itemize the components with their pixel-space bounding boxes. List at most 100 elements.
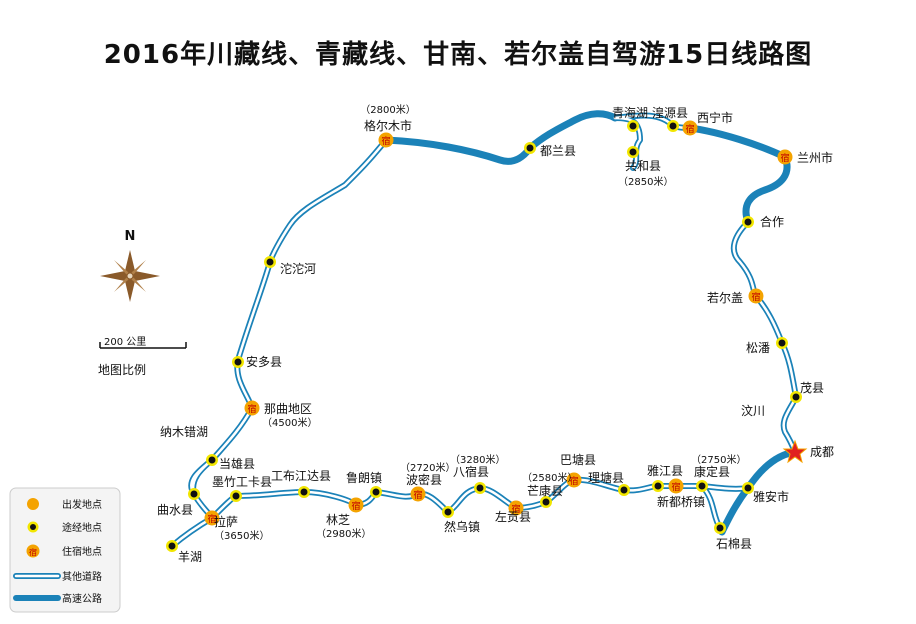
label-lanzhou: 兰州市 <box>797 150 833 165</box>
waypoint-kangding <box>696 480 708 492</box>
svg-text:住宿地点: 住宿地点 <box>62 545 102 558</box>
svg-text:宿: 宿 <box>207 513 216 525</box>
waypoint-mozhu <box>230 490 242 502</box>
label-mangkang-alt: （2580米） <box>522 471 577 484</box>
label-qinghai-lake: 青海湖 <box>612 105 648 120</box>
label-shimian: 石棉县 <box>716 537 752 551</box>
legend-waypoint: 途经地点 <box>27 521 102 534</box>
svg-text:宿: 宿 <box>685 123 694 135</box>
highway-routes <box>382 110 799 536</box>
svg-text:出发地点: 出发地点 <box>62 498 102 511</box>
legend-stay: 宿 住宿地点 <box>26 544 102 558</box>
waypoint-litang <box>618 484 630 496</box>
waypoint-yajiang <box>652 480 664 492</box>
waypoint-lulang <box>370 486 382 498</box>
label-xining: 西宁市 <box>697 110 733 125</box>
label-lasa: 拉萨 <box>214 514 238 529</box>
svg-text:宿: 宿 <box>29 547 37 557</box>
waypoint-ranwu <box>442 506 454 518</box>
svg-text:宿: 宿 <box>511 503 520 515</box>
label-linzhi: 林芝 <box>326 512 350 527</box>
stay-xinduqiao: 宿 <box>668 478 684 494</box>
start-star-chengdu <box>782 439 808 464</box>
highway-yaan-shimian <box>718 484 752 536</box>
waypoint-qushui <box>188 488 200 500</box>
svg-text:宿: 宿 <box>351 500 360 512</box>
label-maoxian: 茂县 <box>800 381 824 395</box>
label-linzhi-alt: （2980米） <box>316 527 371 540</box>
svg-text:宿: 宿 <box>569 475 578 487</box>
legend-highway: 高速公路 <box>13 592 102 605</box>
waypoint-basu <box>474 482 486 494</box>
legend: 出发地点 途经地点 宿 住宿地点 其他道路 高速公路 <box>9 487 121 613</box>
map-title: 2016年川藏线、青藏线、甘南、若尔盖自驾游15日线路图 <box>103 40 813 70</box>
label-anduo: 安多县 <box>246 354 282 369</box>
label-kangding-alt: （2750米） <box>691 453 746 466</box>
stay-naqu: 宿 <box>244 400 260 416</box>
legend-start: 出发地点 <box>27 498 102 511</box>
svg-text:其他道路: 其他道路 <box>62 570 102 583</box>
label-basu: 八宿县 <box>453 464 489 479</box>
highway-xining-lanzhou <box>686 124 789 161</box>
label-dulan: 都兰县 <box>540 144 576 158</box>
waypoint-yanghu <box>166 540 178 552</box>
stay-lanzhou: 宿 <box>777 149 793 165</box>
stay-markers: 宿 宿 宿 宿 宿 宿 宿 宿 宿 宿 宿 <box>204 120 793 526</box>
label-gonghe-alt: （2850米） <box>618 175 673 188</box>
stay-zuogong: 宿 <box>508 500 524 516</box>
waypoint-shimian <box>714 522 726 534</box>
label-yaan: 雅安市 <box>753 489 789 504</box>
label-hezuo: 合作 <box>760 214 784 229</box>
label-batang: 巴塘县 <box>560 452 596 467</box>
waypoint-hezuo <box>742 216 754 228</box>
label-bomi: 波密县 <box>406 472 442 487</box>
waypoint-songpan <box>776 337 788 349</box>
label-huangyuan: 湟源县 <box>652 106 688 120</box>
svg-text:高速公路: 高速公路 <box>62 592 102 605</box>
label-basu-alt: （3280米） <box>450 453 505 466</box>
stay-batang: 宿 <box>566 472 582 488</box>
compass-rose <box>100 250 160 302</box>
label-zuogong: 左贡县 <box>495 509 531 524</box>
label-xinduqiao: 新都桥镇 <box>657 494 705 509</box>
compass-label: N <box>125 229 136 244</box>
scale-label: 200 公里 <box>104 336 146 348</box>
label-tuotuo: 沱沱河 <box>280 261 316 276</box>
waypoint-damxung <box>206 454 218 466</box>
waypoints <box>166 120 802 552</box>
stay-ruoergai: 宿 <box>748 288 764 304</box>
waypoint-qinghai-lake <box>627 120 639 132</box>
label-ruoergai: 若尔盖 <box>707 290 743 305</box>
label-golmud-alt: （2800米） <box>360 103 415 116</box>
label-chengdu: 成都 <box>810 445 834 459</box>
label-namco: 纳木错湖 <box>160 424 208 439</box>
label-gonghe: 共和县 <box>625 159 661 173</box>
highway-golmud-dulan <box>382 136 534 165</box>
highway-lanzhou-hezuo <box>742 153 791 226</box>
svg-text:途经地点: 途经地点 <box>62 521 102 534</box>
label-qushui: 曲水县 <box>157 503 193 517</box>
waypoint-huangyuan <box>667 120 679 132</box>
svg-text:宿: 宿 <box>247 403 256 415</box>
highway-dulan-qinghai <box>526 110 619 152</box>
legend-other-road: 其他道路 <box>13 570 102 583</box>
place-labels: （2800米） 格尔木市 都兰县 青海湖 湟源县 西宁市 共和县 （2850米）… <box>157 103 834 564</box>
stay-xining: 宿 <box>682 120 698 136</box>
stay-lasa: 宿 <box>204 510 220 526</box>
label-wenchuan: 汶川 <box>741 403 765 418</box>
stay-bomi: 宿 <box>410 486 426 502</box>
highway-chengdu-yaan <box>744 448 799 492</box>
label-golmud: 格尔木市 <box>364 118 412 133</box>
svg-text:宿: 宿 <box>751 291 760 303</box>
label-naqu-alt: （4500米） <box>262 416 317 429</box>
label-mangkang: 芒康县 <box>527 483 563 498</box>
waypoint-tuotuo <box>264 256 276 268</box>
waypoint-mangkang <box>540 496 552 508</box>
waypoint-dulan <box>524 142 536 154</box>
label-mozhu: 墨竹工卡县 <box>212 475 272 489</box>
scale-bar: 200 公里 <box>99 336 187 349</box>
waypoint-yaan <box>742 482 754 494</box>
label-litang: 理塘县 <box>588 470 624 485</box>
waypoint-maoxian <box>790 391 802 403</box>
